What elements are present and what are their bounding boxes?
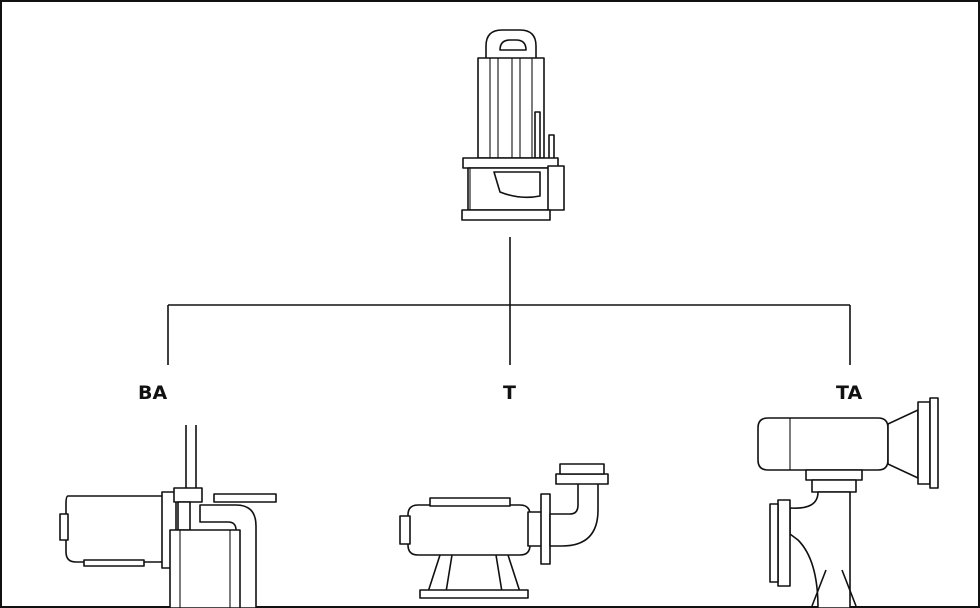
ta-pump-installation-icon (757, 397, 939, 608)
connector-tree (167, 237, 851, 365)
label-ba: BA (138, 382, 168, 404)
submersible-pump-motor-icon (461, 29, 565, 221)
label-t: T (503, 382, 516, 404)
ba-pump-installation-icon (59, 425, 277, 608)
label-ta: TA (836, 382, 863, 404)
t-pump-installation-icon (399, 463, 609, 599)
